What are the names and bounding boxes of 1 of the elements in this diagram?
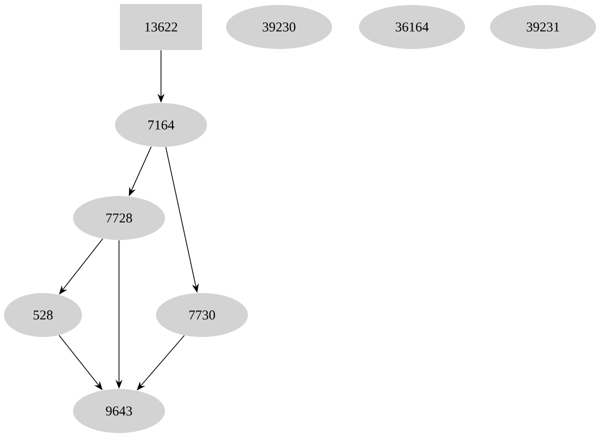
graph-node-box: 13622 [120, 4, 202, 50]
